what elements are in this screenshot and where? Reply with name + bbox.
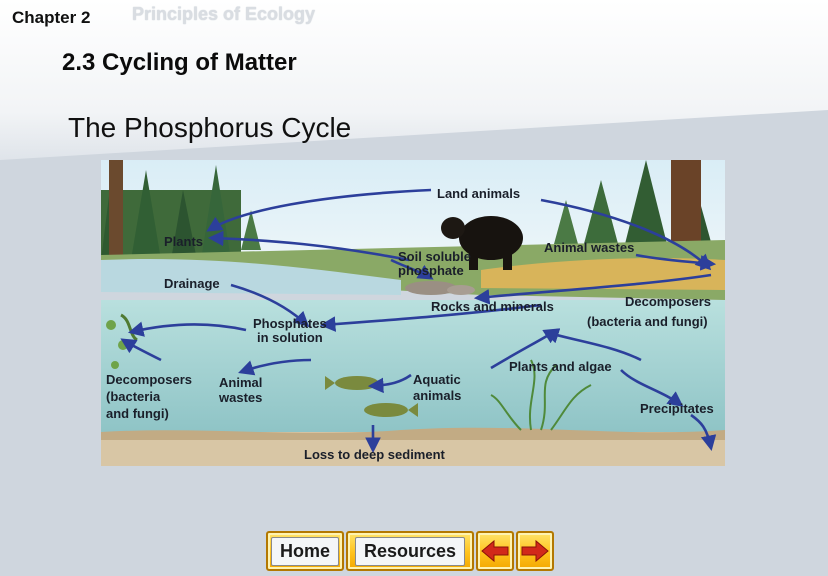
forward-button[interactable] bbox=[516, 531, 554, 571]
label-decomposers-water-line3: and fungi) bbox=[106, 406, 169, 421]
label-decomposers-land-line2: (bacteria and fungi) bbox=[587, 314, 708, 329]
chapter-label: Chapter 2 bbox=[12, 8, 91, 27]
label-phosphates-line1: Phosphates bbox=[253, 316, 327, 331]
label-plants: Plants bbox=[164, 234, 203, 249]
label-loss-to-sediment: Loss to deep sediment bbox=[304, 447, 446, 462]
resources-button-label: Resources bbox=[354, 536, 466, 566]
label-decomposers-water-line1: Decomposers bbox=[106, 372, 192, 387]
phosphorus-cycle-diagram: Land animals Plants Soil soluble phospha… bbox=[101, 160, 725, 466]
label-soil-soluble-line2: phosphate bbox=[398, 263, 464, 278]
chapter-title: Principles of Ecology bbox=[132, 4, 316, 24]
label-plants-algae: Plants and algae bbox=[509, 359, 612, 374]
label-drainage: Drainage bbox=[164, 276, 220, 291]
seaweed-icon bbox=[490, 359, 592, 431]
label-rocks-minerals: Rocks and minerals bbox=[431, 299, 554, 314]
label-animal-wastes-water-line2: wastes bbox=[218, 390, 262, 405]
cycle-arrows bbox=[120, 188, 717, 454]
label-animal-wastes-land: Animal wastes bbox=[544, 240, 634, 255]
back-button[interactable] bbox=[476, 531, 514, 571]
home-button-label: Home bbox=[270, 536, 339, 566]
label-decomposers-water-line2: (bacteria bbox=[106, 389, 161, 404]
label-precipitates: Precipitates bbox=[640, 401, 714, 416]
label-aquatic-line2: animals bbox=[413, 388, 461, 403]
home-button[interactable]: Home bbox=[266, 531, 344, 571]
slide-header: Chapter 2 Principles of Ecology bbox=[0, 0, 828, 34]
label-phosphates-line2: in solution bbox=[257, 330, 323, 345]
bear-icon bbox=[441, 216, 523, 270]
label-decomposers-land-line1: Decomposers bbox=[625, 294, 711, 309]
arrow-right-icon bbox=[521, 539, 549, 563]
section-title: 2.3 Cycling of Matter bbox=[62, 49, 297, 76]
label-aquatic-line1: Aquatic bbox=[413, 372, 461, 387]
arrow-left-icon bbox=[481, 539, 509, 563]
label-animal-wastes-water-line1: Animal bbox=[219, 375, 262, 390]
slide-title: The Phosphorus Cycle bbox=[68, 112, 352, 143]
label-land-animals: Land animals bbox=[437, 186, 520, 201]
resources-button[interactable]: Resources bbox=[346, 531, 474, 571]
diagram-illustration: Land animals Plants Soil soluble phospha… bbox=[101, 160, 725, 466]
label-soil-soluble-line1: Soil soluble bbox=[398, 249, 471, 264]
